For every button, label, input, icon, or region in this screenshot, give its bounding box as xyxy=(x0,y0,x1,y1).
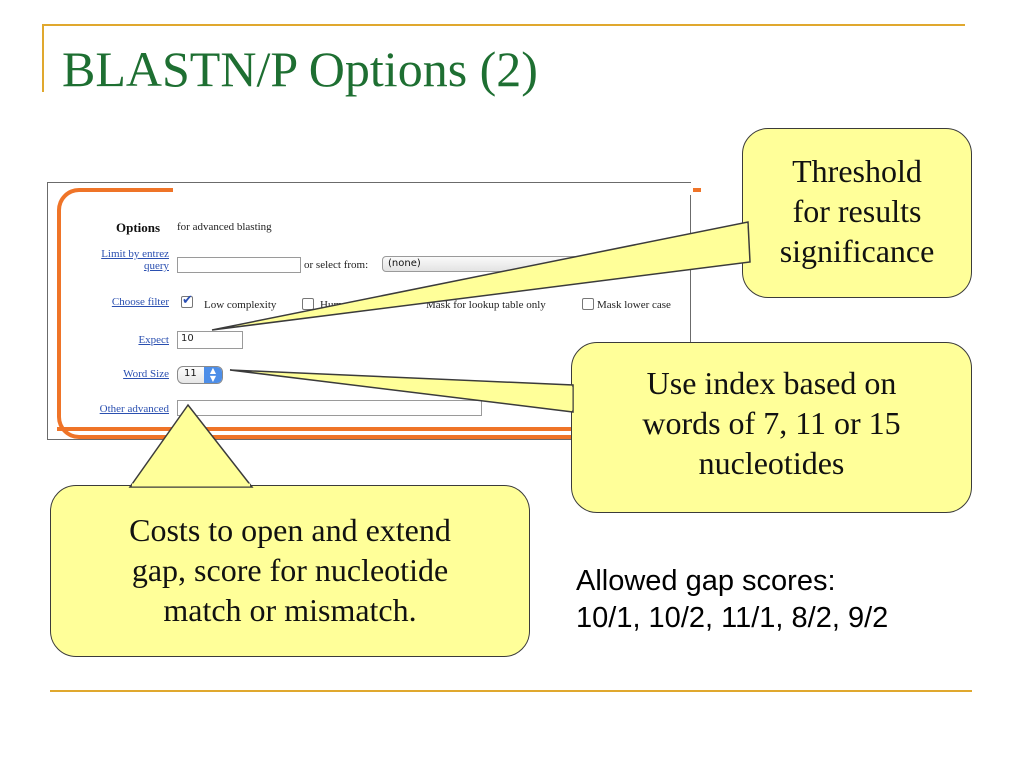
or-select-text: or select from: xyxy=(304,259,369,271)
human-repeats-checkbox[interactable] xyxy=(302,298,314,310)
gap-costs-callout: Costs to open and extend gap, score for … xyxy=(50,485,530,657)
threshold-callout: Threshold for results significance xyxy=(742,128,972,298)
top-rule xyxy=(42,24,965,26)
mask-lower-case-label: Mask lower case xyxy=(597,299,671,311)
mask-lower-case-checkbox[interactable] xyxy=(582,298,594,310)
human-repeats-label: Hum xyxy=(320,299,342,311)
side-rule xyxy=(42,24,44,92)
index-line2: words of 7, 11 or 15 xyxy=(642,405,901,441)
costs-line2: gap, score for nucleotide xyxy=(131,552,449,588)
word-size-link[interactable]: Word Size xyxy=(123,368,169,380)
allowed-line2: 10/1, 10/2, 11/1, 8/2, 9/2 xyxy=(576,602,889,634)
slide-title: BLASTN/P Options (2) xyxy=(62,41,538,97)
low-complexity-label: Low complexity xyxy=(204,299,277,311)
limit-label-line1: Limit by entrez xyxy=(101,248,169,260)
index-line3: nucleotides xyxy=(698,445,845,481)
index-line1: Use index based on xyxy=(646,365,897,401)
costs-line3: match or mismatch. xyxy=(163,592,417,628)
word-size-stepper[interactable]: 11 ▲▼ xyxy=(177,366,223,384)
threshold-line1: Threshold xyxy=(792,153,922,189)
threshold-line2: for results xyxy=(792,193,922,229)
choose-filter-link[interactable]: Choose filter xyxy=(111,296,169,308)
word-size-value: 11 xyxy=(184,368,197,379)
allowed-line1: Allowed gap scores: xyxy=(576,565,836,597)
costs-line1: Costs to open and extend xyxy=(129,512,451,548)
low-complexity-checkbox[interactable] xyxy=(181,293,193,308)
bottom-rule xyxy=(50,690,972,692)
organism-select[interactable]: (none) xyxy=(382,256,622,272)
stepper-arrows-icon[interactable]: ▲▼ xyxy=(204,367,222,383)
limit-label-line2: query xyxy=(143,260,169,272)
expect-input[interactable]: 10 xyxy=(177,331,243,349)
word-index-callout: Use index based on words of 7, 11 or 15 … xyxy=(571,342,972,513)
options-subtitle: for advanced blasting xyxy=(177,221,272,233)
limit-entrez-link[interactable]: Limit by entrez query xyxy=(78,248,169,272)
options-heading: Options xyxy=(116,220,161,235)
threshold-line3: significance xyxy=(779,233,935,269)
other-advanced-link[interactable]: Other advanced xyxy=(99,403,169,415)
other-advanced-input[interactable] xyxy=(177,400,482,416)
mask-lookup-label: Mask for lookup table only xyxy=(426,299,546,311)
entrez-query-input[interactable] xyxy=(177,257,301,273)
expect-link[interactable]: Expect xyxy=(138,334,169,346)
allowed-gap-scores: Allowed gap scores: 10/1, 10/2, 11/1, 8/… xyxy=(576,563,888,637)
